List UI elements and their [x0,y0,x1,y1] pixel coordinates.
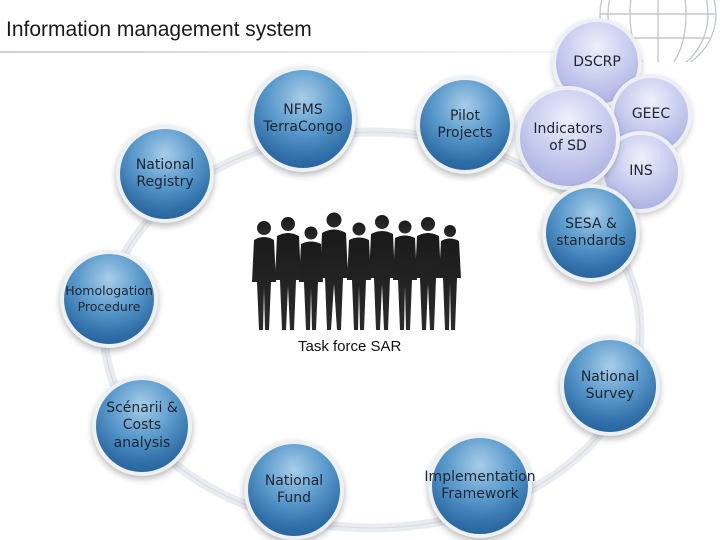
sesa-standards-node: SESA & standards [546,188,636,278]
indicators-of-sd-node: Indicators of SD [520,90,616,186]
task-force-caption: Task force SAR [298,338,402,355]
pilot-projects-node: Pilot Projects [420,80,510,170]
page-title: Information management system [6,18,312,41]
national-survey-node: National Survey [564,340,656,432]
title-divider [0,51,560,53]
nfms-terracongo-node: NFMS TerraCongo [254,70,352,168]
national-fund-node: National Fund [248,444,340,536]
scenarii-costs-node: Scénarii & Costs analysis [96,380,188,472]
homologation-procedure-node: Homologation Procedure [64,254,154,344]
group-of-people-icon [252,212,461,330]
national-registry-node: National Registry [120,129,210,219]
implementation-framework-node: Implementation Framework [424,438,536,534]
